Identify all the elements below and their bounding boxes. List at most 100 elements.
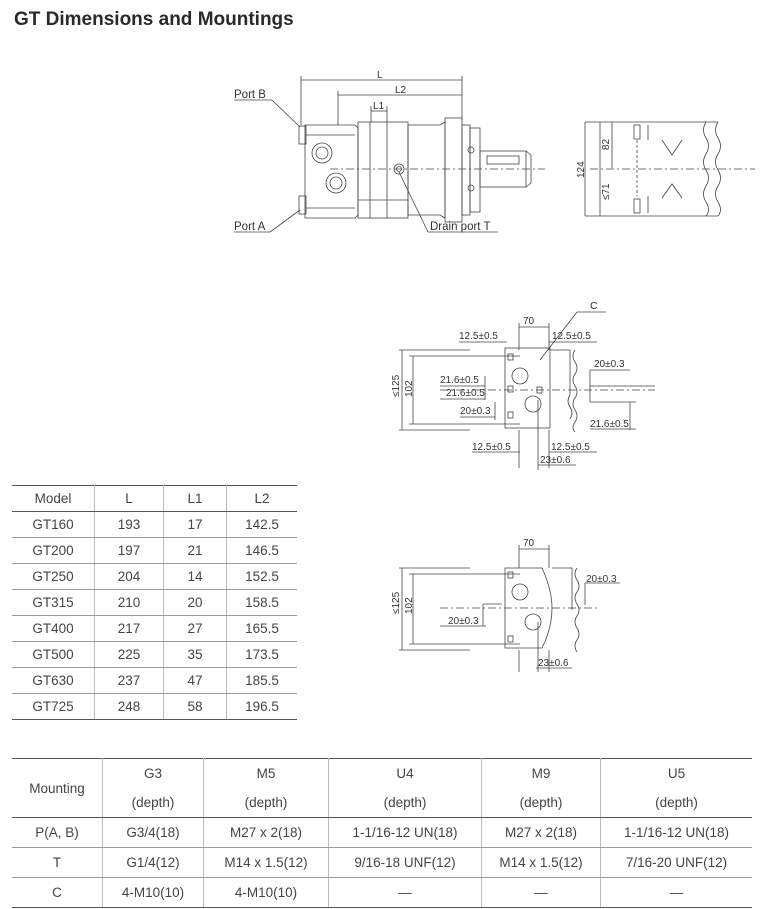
mounting-view-1 bbox=[399, 311, 655, 470]
dim-82: 82 bbox=[601, 138, 612, 150]
dim-12-5-bottom-right: 12.5±0.5 bbox=[551, 442, 590, 453]
cell-l1: 47 bbox=[163, 667, 227, 694]
row-label: T bbox=[12, 847, 103, 878]
row-label: P(A, B) bbox=[12, 817, 103, 848]
col-code: G3 bbox=[143, 766, 162, 781]
cell: G1/4(12) bbox=[102, 847, 204, 878]
cell-l1: 21 bbox=[163, 537, 227, 564]
dim-20-right: 20±0.3 bbox=[586, 574, 617, 585]
cell: — bbox=[600, 877, 752, 908]
cell-l1: 14 bbox=[163, 563, 227, 590]
cell-model: GT315 bbox=[12, 589, 95, 616]
motor-side-view bbox=[234, 76, 755, 233]
mounting-view-2: 70 20±0.3 ≤125 102 20±0.3 23±0.6 bbox=[391, 538, 620, 672]
dim-20-right: 20±0.3 bbox=[594, 359, 625, 370]
dim-70: 70 bbox=[523, 538, 535, 549]
dim-12-5-top-left: 12.5±0.5 bbox=[459, 331, 498, 342]
dim-125: ≤125 bbox=[391, 374, 402, 397]
table-header-row: Model L L1 L2 bbox=[12, 485, 297, 512]
col-sub: (depth) bbox=[131, 795, 175, 810]
dim-102: 102 bbox=[404, 597, 415, 614]
cell-l1: 58 bbox=[163, 693, 227, 720]
table-row: GT200 197 21 146.5 bbox=[12, 537, 297, 564]
table-row: GT725 248 58 196.5 bbox=[12, 693, 297, 720]
label-c: C bbox=[590, 300, 598, 312]
table-row: GT315 210 20 158.5 bbox=[12, 589, 297, 616]
header-l1: L1 bbox=[163, 485, 227, 512]
mounting-table: Mounting G3(depth) M5(depth) U4(depth) M… bbox=[12, 758, 752, 908]
header-model: Model bbox=[12, 485, 95, 512]
cell: 1-1/16-12 UN(18) bbox=[600, 817, 752, 848]
cell: M14 x 1.5(12) bbox=[481, 847, 601, 878]
cell-model: GT250 bbox=[12, 563, 95, 590]
dim-21-6-a: 21.6±0.5 bbox=[440, 375, 479, 386]
col-sub: (depth) bbox=[519, 795, 563, 810]
cell-l2: 196.5 bbox=[226, 693, 297, 720]
dim-12-5-top-right: 12.5±0.5 bbox=[552, 331, 591, 342]
header-l2: L2 bbox=[226, 485, 297, 512]
col-sub: (depth) bbox=[655, 795, 698, 810]
table-row: GT630 237 47 185.5 bbox=[12, 667, 297, 694]
cell: 4-M10(10) bbox=[203, 877, 329, 908]
cell-model: GT400 bbox=[12, 615, 95, 642]
drain-port-label: Drain port T bbox=[430, 221, 491, 233]
table-row: GT160 193 17 142.5 bbox=[12, 511, 297, 538]
port-a-label: Port A bbox=[234, 221, 266, 233]
dim-21-6-b: 21.6±0.5 bbox=[446, 388, 485, 399]
cell: G3/4(18) bbox=[102, 817, 204, 848]
dim-20-left: 20±0.3 bbox=[448, 616, 479, 627]
cell-l2: 173.5 bbox=[226, 641, 297, 668]
cell-model: GT630 bbox=[12, 667, 95, 694]
col-code: U5 bbox=[667, 766, 686, 781]
cell-l2: 152.5 bbox=[226, 563, 297, 590]
cell-l2: 146.5 bbox=[226, 537, 297, 564]
dimensions-table: Model L L1 L2 GT160 193 17 142.5 GT200 1… bbox=[12, 485, 297, 720]
cell-l2: 185.5 bbox=[226, 667, 297, 694]
dim-23: 23±0.6 bbox=[538, 658, 569, 669]
dim-70: 70 bbox=[523, 316, 535, 327]
cell-l: 248 bbox=[94, 693, 164, 720]
cell: M27 x 2(18) bbox=[203, 817, 329, 848]
cell-l2: 142.5 bbox=[226, 511, 297, 538]
cell-model: GT725 bbox=[12, 693, 95, 720]
dim-l2: L2 bbox=[395, 85, 407, 96]
cell-l1: 20 bbox=[163, 589, 227, 616]
table-row: GT250 204 14 152.5 bbox=[12, 563, 297, 590]
cell: 9/16-18 UNF(12) bbox=[328, 847, 482, 878]
cell: 1-1/16-12 UN(18) bbox=[328, 817, 482, 848]
table-row: P(A, B) G3/4(18) M27 x 2(18) 1-1/16-12 U… bbox=[12, 817, 752, 848]
header-u5: U5 (depth) bbox=[600, 758, 752, 818]
col-code: M5 bbox=[256, 766, 276, 781]
cell: — bbox=[481, 877, 601, 908]
header-m5: M5 (depth) bbox=[203, 758, 329, 818]
dim-21-6-c: 21.6±0.5 bbox=[590, 419, 629, 430]
dim-12-5-bottom-left: 12.5±0.5 bbox=[472, 442, 511, 453]
cell-l: 237 bbox=[94, 667, 164, 694]
cell-model: GT500 bbox=[12, 641, 95, 668]
cell-model: GT200 bbox=[12, 537, 95, 564]
cell: M14 x 1.5(12) bbox=[203, 847, 329, 878]
cell-l1: 35 bbox=[163, 641, 227, 668]
dim-71: ≤71 bbox=[601, 183, 612, 200]
table-row: T G1/4(12) M14 x 1.5(12) 9/16-18 UNF(12)… bbox=[12, 847, 752, 878]
cell-model: GT160 bbox=[12, 511, 95, 538]
cell-l2: 165.5 bbox=[226, 615, 297, 642]
col-code: U4 bbox=[396, 766, 414, 781]
dim-l: L bbox=[377, 70, 383, 81]
cell: 4-M10(10) bbox=[102, 877, 204, 908]
header-mounting: Mounting bbox=[12, 758, 103, 818]
page-title: GT Dimensions and Mountings bbox=[14, 9, 294, 30]
dim-102: 102 bbox=[404, 380, 415, 397]
table-row: C 4-M10(10) 4-M10(10) — — — bbox=[12, 877, 752, 908]
header-u4: U4(depth) bbox=[328, 758, 482, 818]
header-g3: G3 (depth) bbox=[102, 758, 204, 818]
cell: M27 x 2(18) bbox=[481, 817, 601, 848]
cell-l: 225 bbox=[94, 641, 164, 668]
dim-124: 124 bbox=[576, 161, 587, 178]
table-header-row: Mounting G3(depth) M5(depth) U4(depth) M… bbox=[12, 758, 752, 818]
dim-20-left: 20±0.3 bbox=[460, 406, 491, 417]
dim-23: 23±0.6 bbox=[540, 455, 571, 466]
cell: — bbox=[328, 877, 482, 908]
row-label: C bbox=[12, 877, 103, 908]
col-sub: (depth) bbox=[244, 795, 288, 810]
